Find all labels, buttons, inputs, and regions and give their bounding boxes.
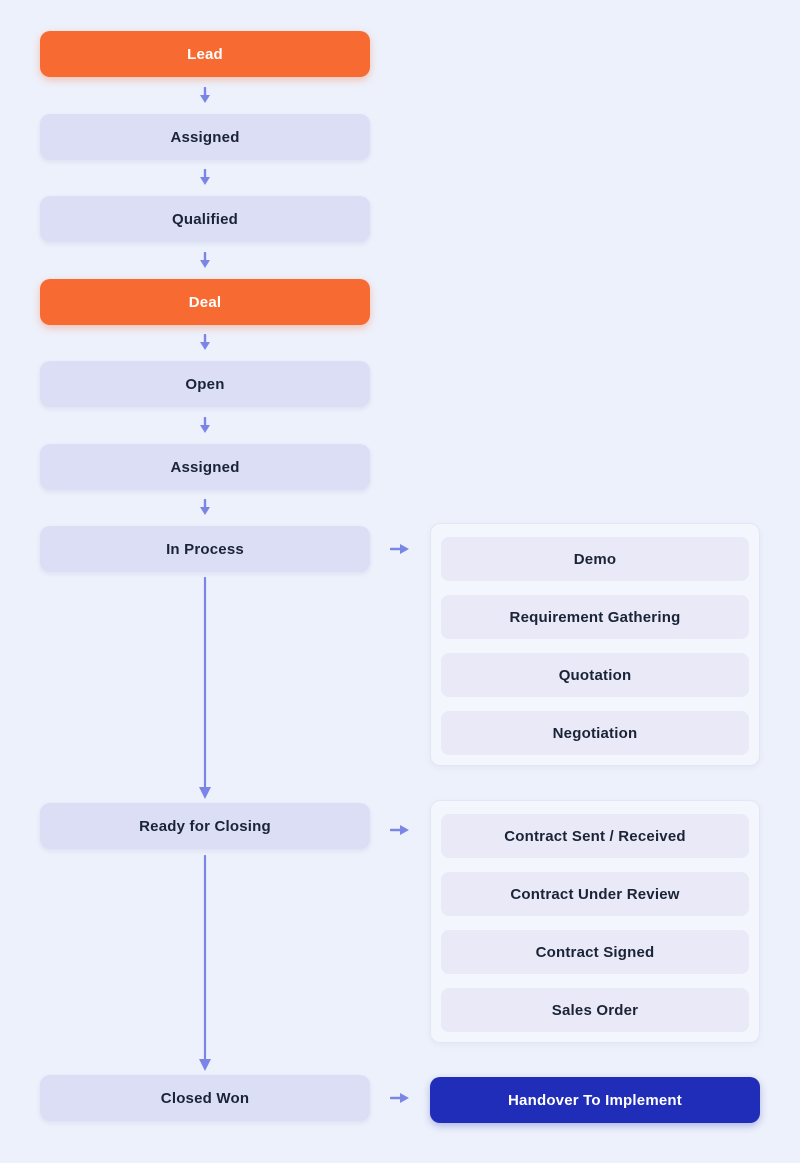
substatus-negotiation: Negotiation xyxy=(441,711,749,755)
stage-node-qualified: Qualified xyxy=(40,196,370,242)
arrow-right-icon xyxy=(390,1093,409,1103)
substatus-contract-under-review: Contract Under Review xyxy=(441,872,749,916)
stage-node-assigned-deal: Assigned xyxy=(40,444,370,490)
handover-to-implement-node: Handover To Implement xyxy=(430,1077,760,1123)
stage-node-assigned: Assigned xyxy=(40,114,370,160)
substatus-contract-signed: Contract Signed xyxy=(441,930,749,974)
stage-node-deal: Deal xyxy=(40,279,370,325)
stage-node-open: Open xyxy=(40,361,370,407)
stage-node-lead: Lead xyxy=(40,31,370,77)
in-process-substatus-panel: Demo Requirement Gathering Quotation Neg… xyxy=(430,523,760,766)
arrow-down-icon xyxy=(200,499,210,515)
arrow-down-icon xyxy=(200,252,210,268)
stage-node-in-process: In Process xyxy=(40,526,370,572)
arrow-right-icon xyxy=(390,825,409,835)
arrow-down-icon xyxy=(200,417,210,433)
arrow-right-icon xyxy=(390,544,409,554)
stage-node-ready-for-closing: Ready for Closing xyxy=(40,803,370,849)
closing-substatus-panel: Contract Sent / Received Contract Under … xyxy=(430,800,760,1043)
arrow-down-icon xyxy=(200,87,210,103)
substatus-requirement-gathering: Requirement Gathering xyxy=(441,595,749,639)
substatus-sales-order: Sales Order xyxy=(441,988,749,1032)
substatus-quotation: Quotation xyxy=(441,653,749,697)
arrow-down-long-icon xyxy=(199,577,211,799)
arrow-down-icon xyxy=(200,169,210,185)
substatus-demo: Demo xyxy=(441,537,749,581)
substatus-contract-sent-received: Contract Sent / Received xyxy=(441,814,749,858)
arrow-down-icon xyxy=(200,334,210,350)
arrow-down-long-icon xyxy=(199,855,211,1071)
stage-node-closed-won: Closed Won xyxy=(40,1075,370,1121)
